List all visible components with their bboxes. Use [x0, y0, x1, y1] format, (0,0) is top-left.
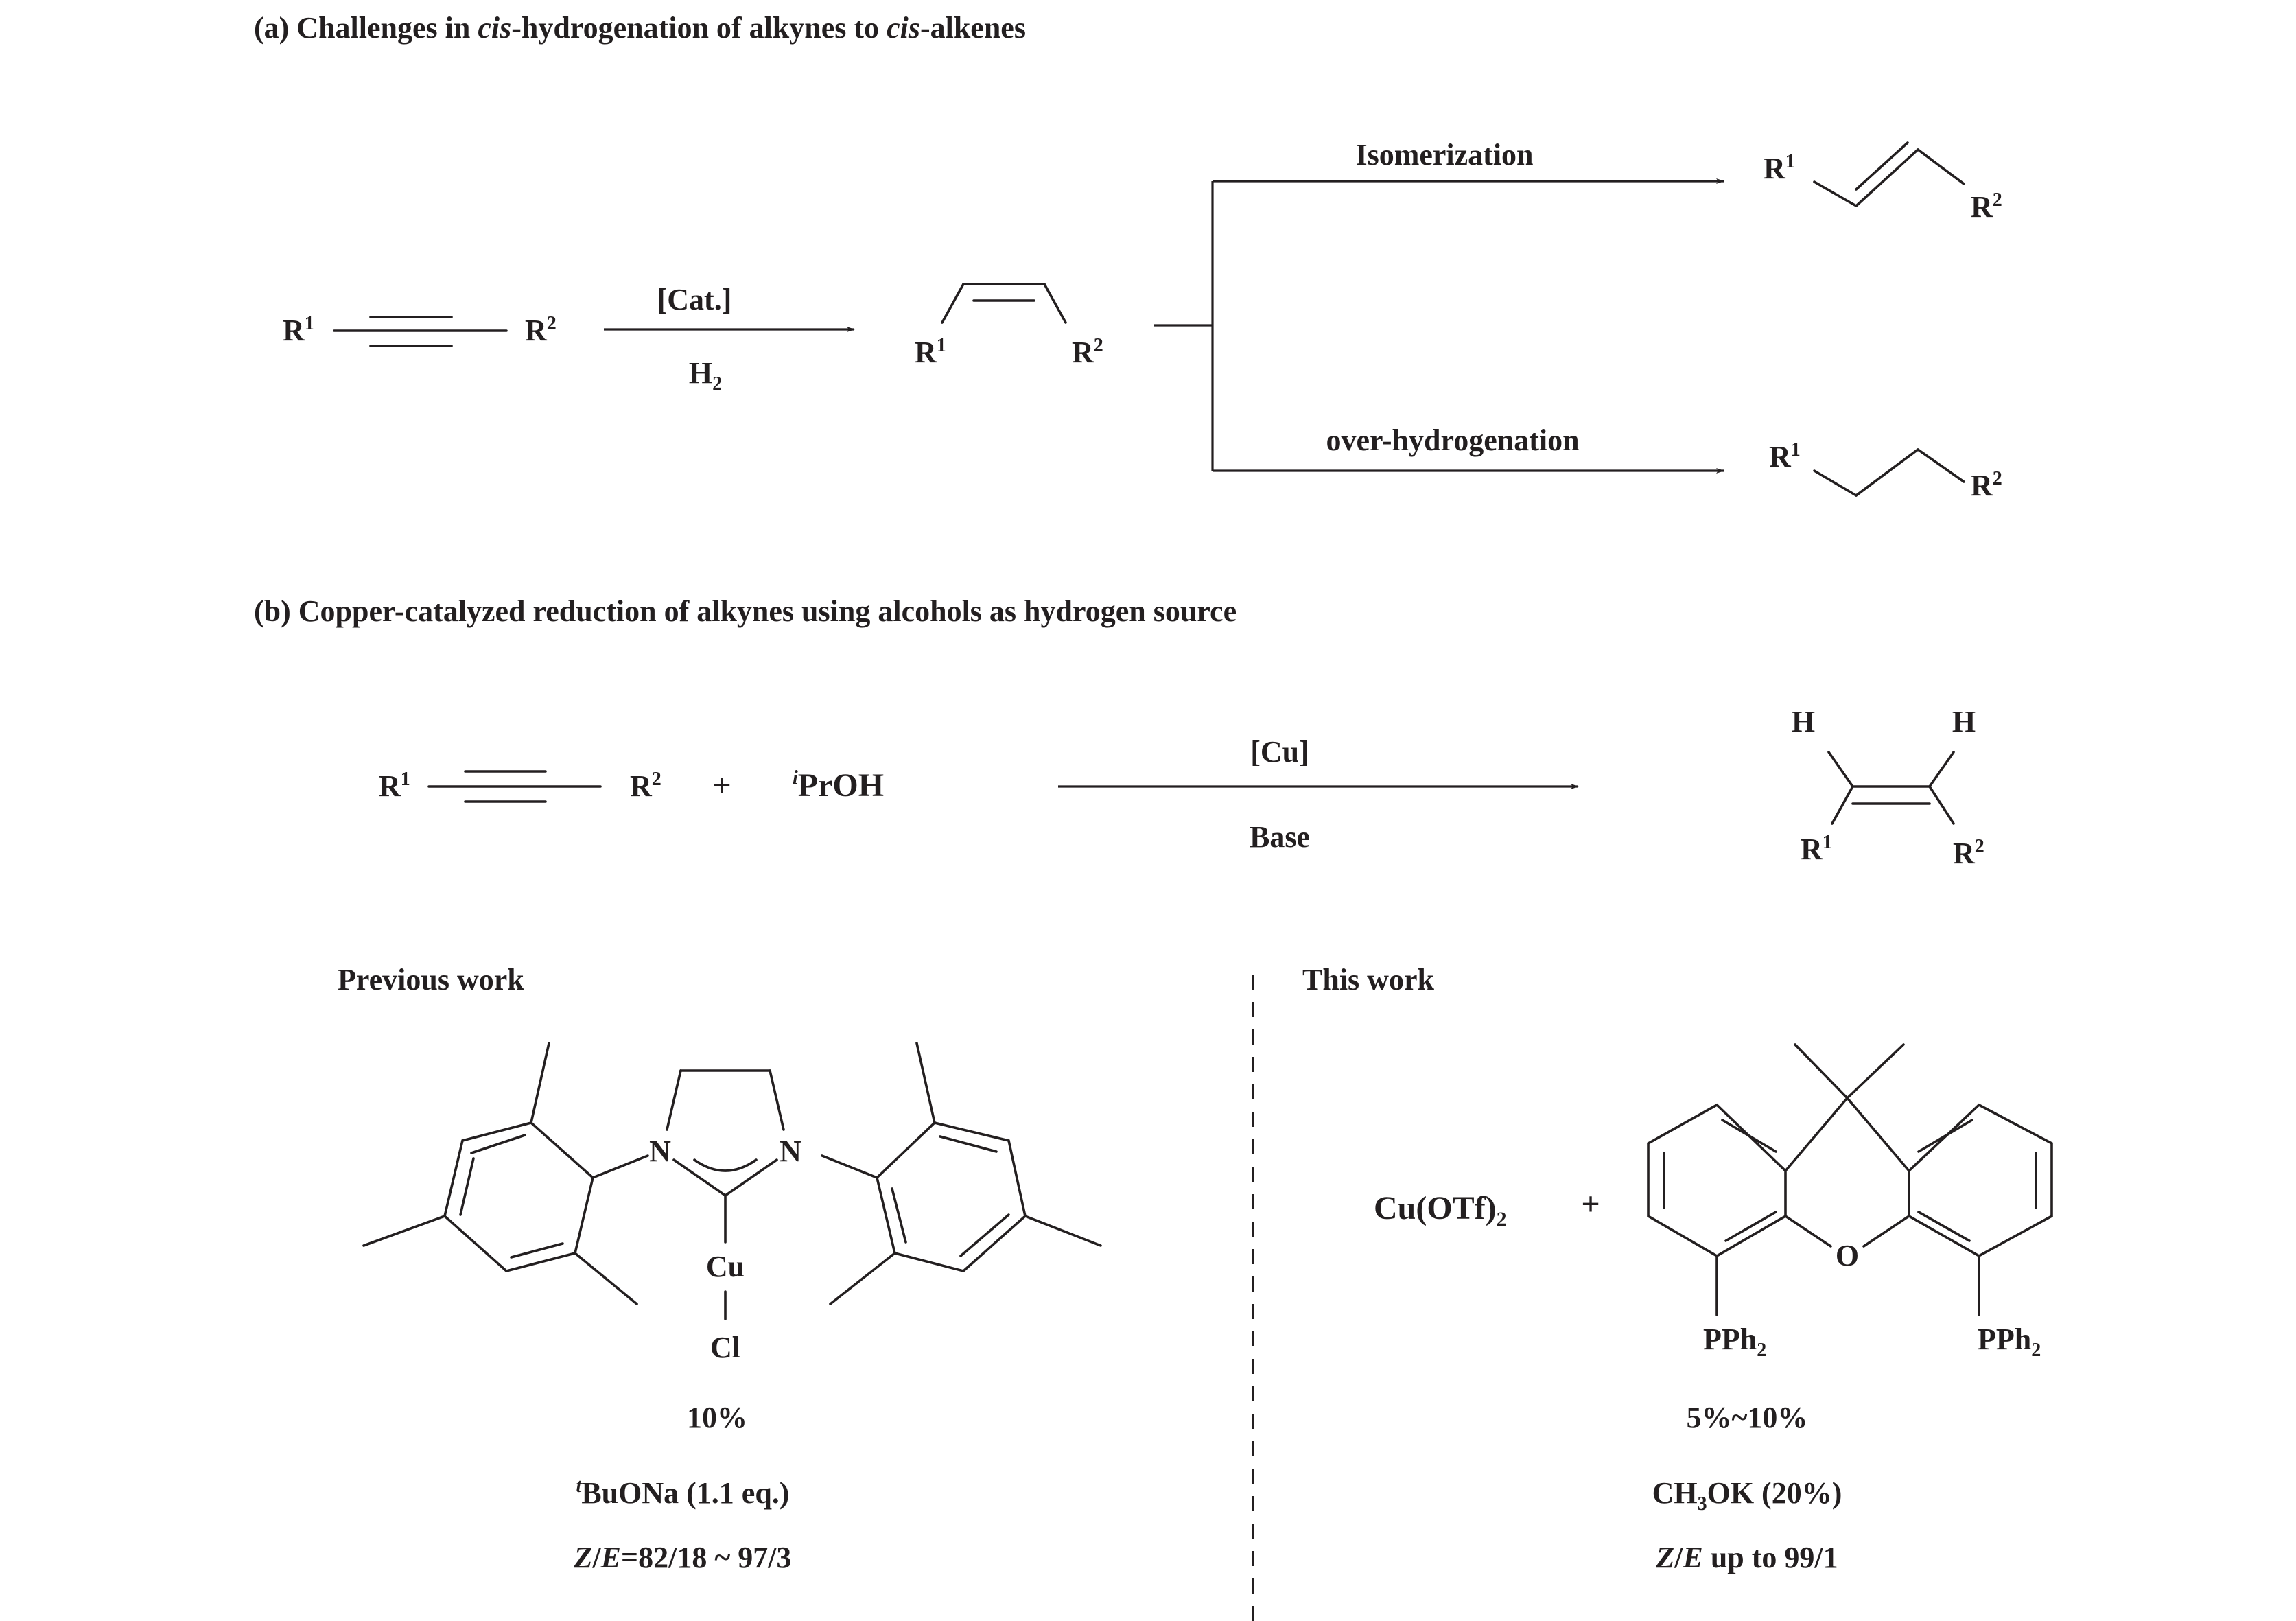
alkane-r2-label: R2 — [1971, 468, 2002, 502]
xantphos-methyl — [1846, 1043, 1905, 1099]
carbene-delocalization — [693, 1158, 758, 1172]
trans-alkene-bond — [1917, 148, 1965, 185]
alkyne-b-r1-label: R1 — [379, 769, 410, 803]
plus-sign: + — [712, 767, 731, 804]
alkyne-b-r2-label: R2 — [630, 769, 661, 803]
z-alkene-bond — [1831, 785, 1854, 825]
section-a-heading: (a) Challenges in cis-hydrogenation of a… — [254, 11, 1026, 45]
trans-alkene-bond — [1813, 180, 1858, 207]
alkane-r1-label: R1 — [1769, 439, 1801, 474]
cis-alkene: R1 R2 — [915, 283, 1103, 369]
imidazoline-n-right: N — [780, 1134, 801, 1168]
this-work-plus: + — [1581, 1186, 1600, 1222]
product-r1-label: R1 — [1801, 832, 1832, 866]
xantphos-central-ring — [1862, 1215, 1910, 1248]
alkane-bond — [1855, 448, 1919, 497]
left-mesityl-ring — [510, 1242, 564, 1259]
previous-loading: 10% — [687, 1401, 747, 1434]
right-mesityl-ring — [891, 1187, 907, 1244]
product-r2-label: R2 — [1953, 836, 1984, 870]
alkane-bond — [1813, 469, 1858, 497]
isopropanol-label: iPrOH — [793, 767, 884, 804]
alkyne-a-r1-label: R1 — [283, 313, 314, 347]
left-mesityl-ring — [470, 1134, 526, 1154]
xantphos-central-ring — [1846, 1097, 1910, 1172]
z-alkene-product: H H R1 R2 — [1792, 705, 1984, 870]
base-label: Base — [1250, 820, 1310, 854]
xantphos-left-ring — [1647, 1103, 1787, 1258]
this-base: CH3OK (20%) — [1652, 1476, 1842, 1515]
cis-alkene-bond — [1043, 283, 1067, 324]
right-ortho-methyl — [915, 1042, 936, 1124]
imidazoline-ring — [724, 1158, 778, 1197]
this-loading: 5%~10% — [1687, 1401, 1808, 1434]
xantphos-methyl — [1794, 1043, 1849, 1099]
right-mesityl-ring — [959, 1213, 1010, 1257]
product-h-right: H — [1952, 705, 1976, 738]
cis-alkene-r2-label: R2 — [1072, 335, 1103, 369]
alkane-bond — [1917, 448, 1965, 483]
right-mesityl-ring — [939, 1135, 998, 1153]
z-alkene-bond — [1827, 751, 1854, 788]
copper-triflate-label: Cu(OTf)2 — [1374, 1190, 1507, 1231]
previous-selectivity: Z/E=82/18 ~ 97/3 — [574, 1541, 792, 1574]
right-aryl-n-bond — [821, 1154, 878, 1179]
right-mesityl-ring — [876, 1121, 1027, 1272]
trans-alkene-bond — [1855, 141, 1909, 191]
xanthene-oxygen: O — [1836, 1239, 1859, 1272]
isomerization-label: Isomerization — [1355, 138, 1533, 172]
this-selectivity: Z/E up to 99/1 — [1655, 1541, 1838, 1574]
alkyne-a-r2-label: R2 — [525, 313, 557, 347]
xantphos-left-ring — [1724, 1211, 1777, 1242]
previous-work-title: Previous work — [338, 963, 524, 996]
left-aryl-n-bond — [591, 1154, 649, 1179]
left-ortho-methyl — [530, 1042, 550, 1124]
trans-alkene-r1-label: R1 — [1764, 151, 1795, 185]
alkane-product: R1 R2 — [1769, 439, 2002, 502]
imidazoline-ring — [769, 1069, 785, 1131]
xantphos-central-ring — [1784, 1215, 1832, 1248]
left-pph2-label: PPh2 — [1703, 1322, 1766, 1361]
right-ortho-methyl — [829, 1252, 896, 1305]
alkyne-a: R1 R2 — [283, 313, 557, 347]
xantphos-right-ring — [1917, 1211, 1971, 1242]
previous-base: tBuONa (1.1 eq.) — [576, 1476, 790, 1510]
z-alkene-bond — [1928, 751, 1955, 788]
xantphos-left-ring — [1721, 1119, 1777, 1153]
xantphos-central-ring — [1784, 1097, 1849, 1172]
left-mesityl-ring — [443, 1121, 594, 1272]
alkyne-b: R1 R2 — [379, 769, 661, 803]
trans-alkene-bond — [1855, 148, 1919, 207]
cis-alkene-r1-label: R1 — [915, 335, 946, 369]
section-b-heading: (b) Copper-catalyzed reduction of alkyne… — [254, 594, 1237, 628]
product-h-left: H — [1792, 705, 1815, 738]
branch-connector — [1154, 181, 1214, 471]
imidazoline-ring — [666, 1069, 682, 1131]
copper-catalyst-label: [Cu] — [1250, 735, 1309, 769]
left-para-methyl — [362, 1215, 446, 1247]
left-ortho-methyl — [574, 1252, 638, 1305]
trans-alkene-r2-label: R2 — [1971, 189, 2002, 224]
right-pph2-label: PPh2 — [1978, 1322, 2041, 1361]
xantphos-right-ring — [1917, 1119, 1973, 1153]
xantphos-ligand: O PPh2 PPh2 — [1647, 1043, 2053, 1361]
imidazoline-n-left: N — [649, 1134, 671, 1168]
over-hydrogenation-label: over-hydrogenation — [1326, 423, 1579, 457]
reagent-h2-label: H2 — [689, 356, 722, 395]
copper-atom: Cu — [706, 1250, 745, 1283]
chloride-atom: Cl — [710, 1331, 740, 1364]
catalyst-label: [Cat.] — [657, 283, 732, 316]
right-para-methyl — [1024, 1215, 1102, 1247]
z-alkene-bond — [1928, 785, 1955, 825]
imidazoline-ring — [672, 1158, 727, 1197]
this-work-title: This work — [1302, 963, 1434, 996]
left-mesityl-ring — [459, 1157, 475, 1216]
xantphos-right-ring — [1908, 1103, 2053, 1258]
trans-alkene: R1 R2 — [1764, 141, 2002, 224]
nhc-copper-complex: N N Cu Cl — [362, 1042, 1102, 1364]
cis-alkene-bond — [941, 283, 965, 324]
